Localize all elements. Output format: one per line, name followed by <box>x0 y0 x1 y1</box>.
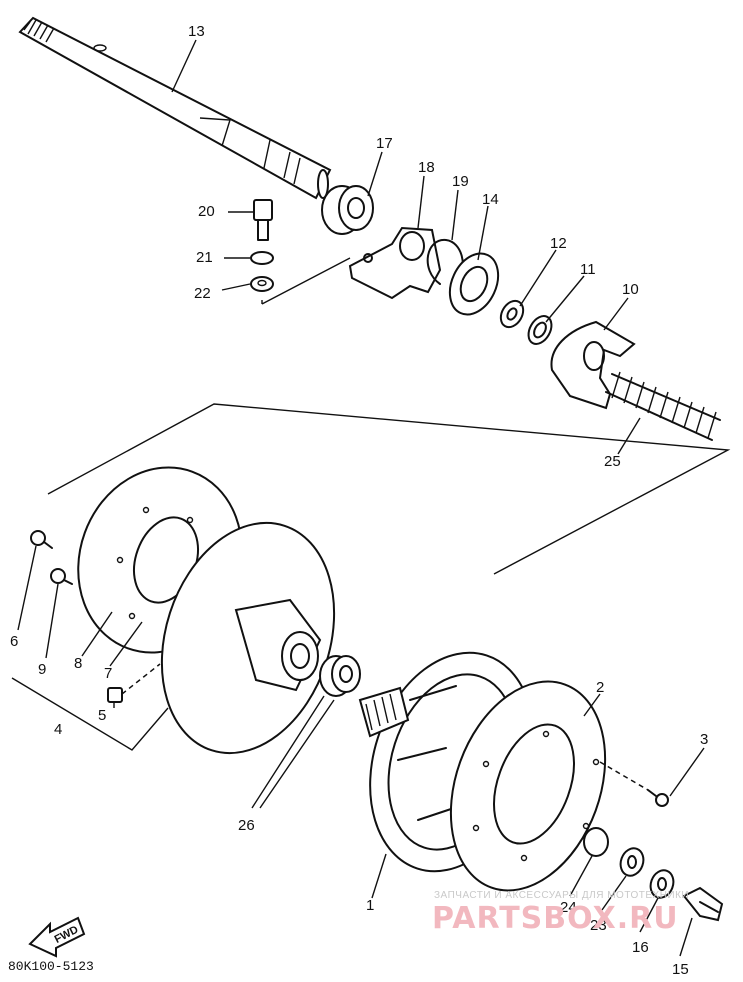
diagram-code: 80K100-5123 <box>8 959 94 974</box>
label-25: 25 <box>604 453 621 470</box>
part-16-washer <box>649 869 675 899</box>
leader-lines <box>11 39 705 957</box>
label-2: 2 <box>596 679 604 696</box>
label-22: 22 <box>194 285 211 302</box>
part-12-washer <box>499 299 525 329</box>
label-24: 24 <box>560 899 577 916</box>
label-12: 12 <box>550 235 567 252</box>
label-5: 5 <box>98 707 106 724</box>
part-25-spring <box>605 371 721 441</box>
part-17-bearing <box>321 185 374 235</box>
part-5-nut <box>107 687 123 703</box>
label-7: 7 <box>104 665 112 682</box>
part-14-washer <box>448 252 500 316</box>
label-11: 11 <box>580 261 596 278</box>
label-8: 8 <box>74 655 82 672</box>
part-10-cam <box>550 320 636 410</box>
part-15-bolt <box>682 886 724 922</box>
watermark-line1: ЗАПЧАСТИ И АКСЕССУАРЫ ДЛЯ МОТОТЕХНИКИ <box>434 890 689 901</box>
watermark-line2: PARTSBOX.RU <box>432 901 679 936</box>
label-1: 1 <box>366 897 374 914</box>
label-15: 15 <box>672 961 689 978</box>
label-14: 14 <box>482 191 499 208</box>
part-23-washer <box>619 847 645 877</box>
part-6-screw <box>30 530 53 549</box>
label-13: 13 <box>188 23 205 40</box>
label-9: 9 <box>38 661 46 678</box>
part-18-bracket <box>348 226 442 300</box>
part-9-screw <box>50 568 73 585</box>
fwd-arrow-icon: FWD <box>28 916 86 958</box>
assembly-frame <box>47 403 731 575</box>
part-2-disc <box>449 680 607 892</box>
label-26: 26 <box>238 817 255 834</box>
label-6: 6 <box>10 633 18 650</box>
part-3-bolt <box>647 789 669 807</box>
part-4-brake-disc <box>160 521 336 755</box>
label-10: 10 <box>622 281 639 298</box>
part-24-spacer <box>583 827 609 857</box>
label-16: 16 <box>632 939 649 956</box>
label-18: 18 <box>418 159 435 176</box>
label-17: 17 <box>376 135 393 152</box>
part-20-bolt <box>253 199 273 241</box>
label-19: 19 <box>452 173 469 190</box>
label-3: 3 <box>700 731 708 748</box>
part-13-shaft <box>18 16 332 200</box>
label-4: 4 <box>54 721 62 738</box>
part-22-nut <box>250 276 274 292</box>
label-21: 21 <box>196 249 213 266</box>
part-26-bushing <box>319 655 361 697</box>
part-21-washer <box>250 251 274 265</box>
label-20: 20 <box>198 203 215 220</box>
label-23: 23 <box>590 917 607 934</box>
part-11-washer <box>527 315 553 345</box>
